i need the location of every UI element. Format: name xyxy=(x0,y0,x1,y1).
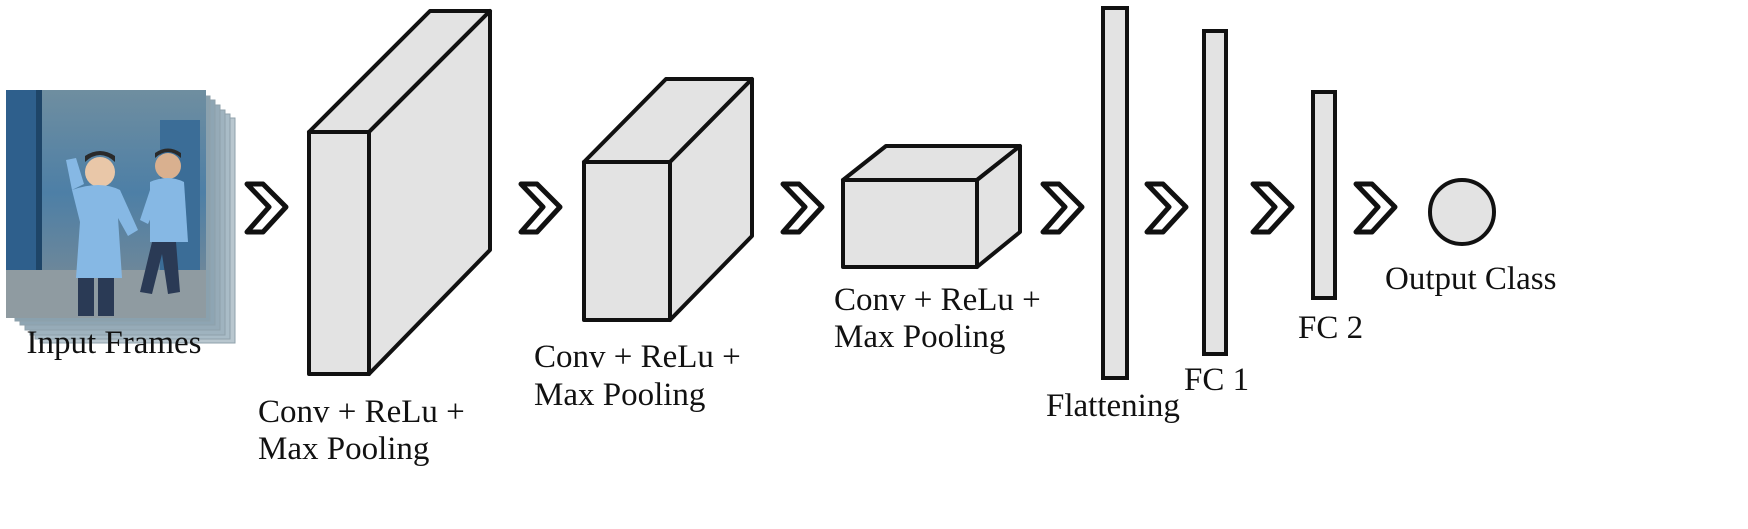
conv1-label-line1: Conv + ReLu + xyxy=(258,394,465,430)
fc2-label: FC 2 xyxy=(1298,310,1363,346)
conv1-label-line2: Max Pooling xyxy=(258,431,429,467)
arrow-icon-7 xyxy=(1353,181,1398,235)
conv-block-1 xyxy=(307,9,492,376)
output-class-label: Output Class xyxy=(1385,261,1556,297)
input-frames-label: Input Frames xyxy=(26,325,201,361)
arrow-icon-2 xyxy=(518,181,563,235)
flattening-label: Flattening xyxy=(1046,388,1180,424)
conv3-label-line2: Max Pooling xyxy=(834,319,1005,355)
conv2-label-line2: Max Pooling xyxy=(534,377,705,413)
conv2-label-line1: Conv + ReLu + xyxy=(534,339,741,375)
arrow-icon-5 xyxy=(1144,181,1189,235)
conv-block-3 xyxy=(841,144,1022,269)
fc1-label: FC 1 xyxy=(1184,362,1249,398)
conv-block-2 xyxy=(582,77,754,322)
flattening-bar xyxy=(1101,6,1129,380)
arrow-icon-4 xyxy=(1040,181,1085,235)
input-frames-image xyxy=(6,90,236,344)
conv3-label-line1: Conv + ReLu + xyxy=(834,282,1041,318)
fc1-bar xyxy=(1202,29,1228,356)
arrow-icon-1 xyxy=(244,181,289,235)
output-node xyxy=(1428,178,1496,246)
fc2-bar xyxy=(1311,90,1337,300)
arrow-icon-6 xyxy=(1250,181,1295,235)
arrow-icon-3 xyxy=(780,181,825,235)
